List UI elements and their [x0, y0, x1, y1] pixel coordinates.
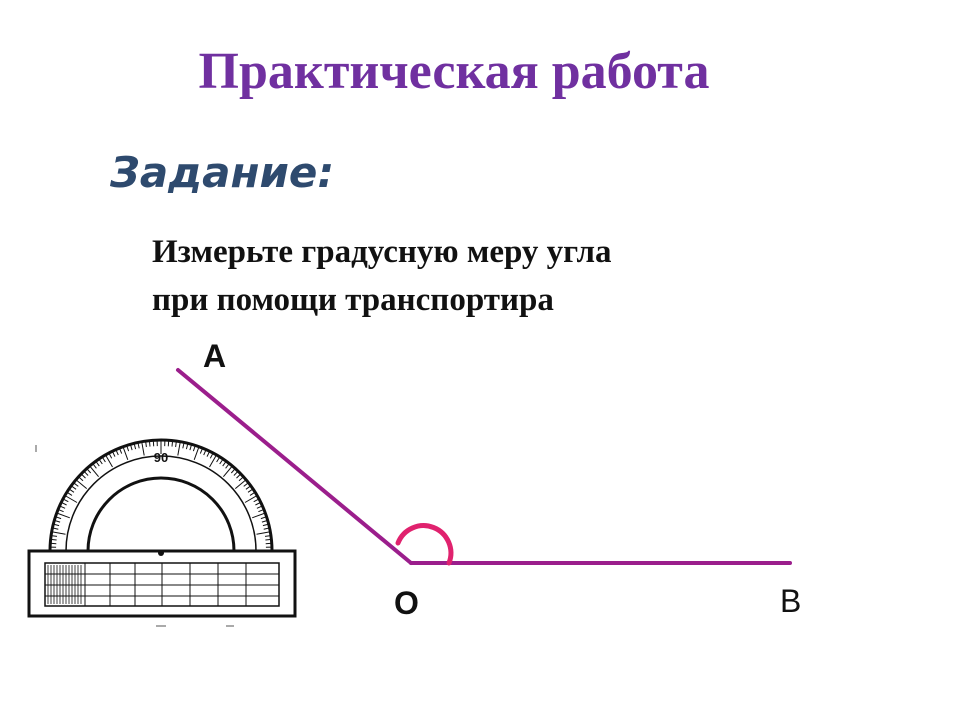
protractor-tick — [148, 440, 151, 447]
protractor-tick — [126, 445, 130, 452]
protractor-tick — [57, 508, 64, 513]
protractor-tick — [209, 452, 214, 459]
protractor-tick — [253, 498, 260, 503]
protractor-tick — [264, 535, 271, 537]
protractor-tick — [129, 444, 133, 451]
point-label-o: O — [394, 585, 419, 621]
protractor-tick — [60, 501, 67, 506]
protractor-tick — [133, 443, 137, 450]
protractor-tick — [62, 498, 69, 503]
protractor-tick — [182, 442, 185, 449]
protractor-tick — [244, 495, 258, 503]
protractor-label-90: 90 — [154, 450, 168, 465]
protractor-tick — [92, 463, 97, 469]
protractor-tick — [260, 516, 267, 520]
protractor-tick — [223, 465, 233, 478]
protractor-tick — [255, 501, 262, 506]
protractor-tick — [265, 538, 272, 541]
protractor-tick — [238, 476, 244, 482]
protractor-tick — [105, 454, 113, 468]
protractor-tick — [171, 440, 174, 447]
protractor-tick — [66, 491, 73, 496]
protractor-icon — [27, 438, 297, 618]
protractor-tick — [263, 527, 270, 530]
protractor-tick — [219, 458, 224, 465]
protractor-tick — [101, 456, 106, 463]
point-label-b: B — [780, 583, 802, 619]
protractor-tick — [111, 450, 116, 457]
protractor-tick — [185, 443, 189, 450]
protractor-tick — [206, 450, 211, 457]
protractor-tick — [216, 456, 221, 463]
protractor-tick — [177, 441, 181, 456]
protractor-tick — [55, 516, 62, 520]
protractor-tick — [225, 463, 230, 469]
protractor-tick — [145, 441, 147, 448]
protractor-tick — [261, 519, 268, 523]
slide-title: Практическая работа — [198, 43, 710, 100]
protractor-tick — [192, 445, 196, 452]
task-text: Измерьте градусную меру угла при помощи … — [152, 228, 612, 324]
protractor-tick — [256, 531, 271, 535]
protractor-tick — [80, 473, 86, 479]
point-label-a: A — [203, 338, 227, 374]
protractor-tick — [137, 442, 140, 449]
protractor-tick — [209, 454, 217, 468]
protractor-tick — [234, 479, 247, 489]
protractor-tick — [73, 482, 79, 487]
protractor-tick — [70, 485, 77, 490]
protractor-tick — [252, 512, 266, 519]
protractor-tick — [247, 488, 254, 493]
protractor-tick — [54, 519, 61, 523]
protractor-tick — [122, 446, 129, 460]
protractor-tick — [258, 508, 265, 513]
protractor-tick — [83, 470, 89, 476]
protractor-tick — [230, 468, 236, 474]
protractor-tick — [115, 449, 119, 456]
protractor-tick — [56, 512, 70, 519]
protractor-tick — [256, 505, 263, 509]
protractor-tick — [189, 444, 193, 451]
protractor-tick — [141, 441, 145, 456]
protractor-edge-marks — [35, 445, 234, 627]
protractor-tick — [118, 447, 123, 454]
protractor-tick — [52, 527, 59, 530]
protractor-tick — [51, 531, 66, 535]
protractor-tick — [53, 523, 60, 527]
task-heading: Задание: — [110, 148, 335, 197]
protractor-tick — [243, 482, 249, 487]
protractor-tick — [193, 446, 200, 460]
protractor-tick — [262, 523, 269, 527]
protractor-tick — [59, 505, 66, 509]
protractor-tick — [108, 452, 113, 459]
protractor-tick — [203, 449, 207, 456]
protractor-tick — [199, 447, 204, 454]
protractor-tick — [233, 470, 239, 476]
protractor-tick — [75, 479, 88, 489]
protractor-tick — [95, 460, 100, 467]
protractor-tick — [64, 495, 78, 503]
protractor-tick — [249, 491, 256, 496]
protractor-tick — [50, 538, 57, 541]
task-line-1: Измерьте градусную меру угла — [152, 234, 612, 270]
angle-arc — [395, 523, 454, 566]
protractor-tick — [78, 476, 84, 482]
protractor-tick — [236, 473, 242, 479]
protractor-tick — [86, 468, 92, 474]
ray-oa — [176, 368, 413, 565]
protractor-tick — [51, 535, 58, 537]
protractor-tick — [68, 488, 75, 493]
protractor-tick — [175, 441, 177, 448]
protractor-tick — [98, 458, 103, 465]
task-line-2: при помощи транспортира — [152, 282, 554, 318]
protractor-tick — [245, 485, 252, 490]
protractor-tick — [222, 460, 227, 467]
protractor-tick — [89, 465, 99, 478]
